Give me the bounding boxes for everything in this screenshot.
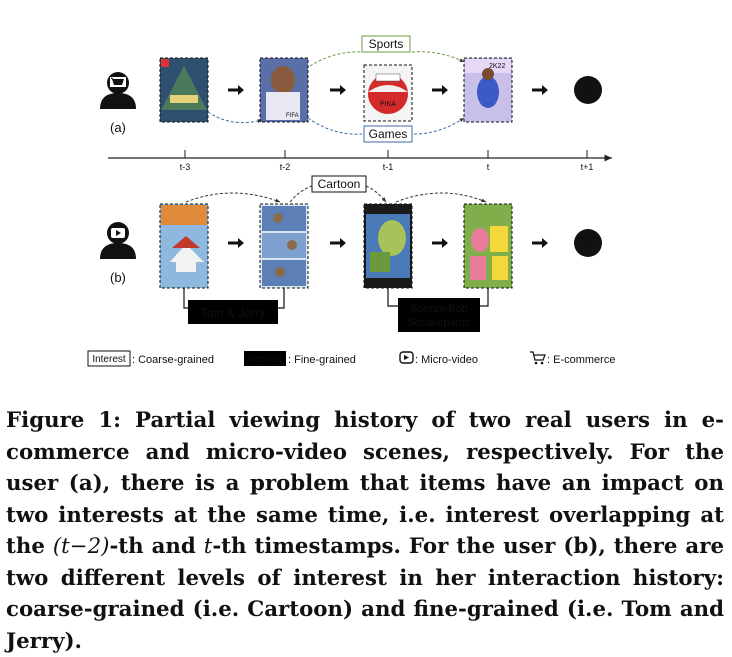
item-card-a-4: 2K22 bbox=[463, 57, 513, 123]
games-interest-label: Games bbox=[369, 127, 408, 141]
caption-math-t-minus-2: (t−2) bbox=[52, 534, 110, 559]
legend: Interest : Coarse-grained Interest : Fin… bbox=[87, 350, 615, 367]
item-card-a-3: PIKA bbox=[363, 64, 413, 122]
figure-diagram: (a) FIFA PIKA 2K22 bbox=[87, 35, 615, 367]
sports-interest-path: Sports bbox=[309, 35, 465, 67]
basketball-product-icon: PIKA bbox=[380, 101, 396, 108]
item-card-a-1 bbox=[159, 57, 209, 123]
figure-caption: Figure 1: Partial viewing history of two… bbox=[6, 405, 724, 657]
tick-label: t-3 bbox=[180, 162, 191, 172]
shopping-cart-user-icon bbox=[100, 72, 136, 109]
legend-coarse-label: : Coarse-grained bbox=[132, 354, 214, 366]
micro-video-icon bbox=[399, 351, 414, 364]
caption-text-end: -th timestamps. For the user (b), there … bbox=[6, 534, 724, 654]
figure-1: (a) FIFA PIKA 2K22 bbox=[87, 35, 615, 367]
fifa-game-cover-icon: FIFA bbox=[286, 113, 299, 119]
tick-label: t bbox=[487, 162, 490, 172]
tick-label: t+1 bbox=[581, 162, 594, 172]
item-card-b-2 bbox=[259, 203, 309, 289]
caption-text-middle: -th and bbox=[109, 534, 204, 559]
sequence-arrows-b bbox=[228, 238, 548, 248]
sequence-arrows-a bbox=[228, 85, 548, 95]
sports-interest-label: Sports bbox=[369, 37, 404, 51]
caption-text-start: Figure 1: Partial viewing history of two… bbox=[6, 408, 724, 559]
legend-coarse-box: Interest bbox=[92, 354, 126, 365]
shopping-cart-icon bbox=[530, 351, 546, 365]
tom-and-jerry-interest: Tom & Jerry bbox=[183, 288, 285, 324]
spongebob-label-line1: SpongeBob bbox=[410, 303, 468, 315]
tom-and-jerry-label: Tom & Jerry bbox=[201, 306, 265, 320]
micro-video-user-icon bbox=[100, 222, 136, 259]
legend-video-label: : Micro-video bbox=[415, 354, 478, 366]
spongebob-label-line2: Squarepants bbox=[408, 317, 471, 329]
timeline-axis: t-3 t-2 t-1 t t+1 bbox=[108, 150, 612, 172]
games-interest-path: Games bbox=[207, 111, 465, 143]
spongebob-interest: SpongeBob Squarepants bbox=[387, 288, 489, 332]
user-b-label: (b) bbox=[110, 270, 126, 285]
question-mark-a: ? bbox=[574, 76, 602, 104]
user-a-label: (a) bbox=[110, 120, 126, 135]
cartoon-interest-label: Cartoon bbox=[318, 177, 361, 191]
tick-label: t-1 bbox=[383, 162, 394, 172]
caption-math-t: t bbox=[203, 534, 213, 559]
item-card-b-4 bbox=[463, 203, 513, 289]
tick-label: t-2 bbox=[280, 162, 291, 172]
svg-text:?: ? bbox=[582, 81, 594, 102]
question-mark-b: ? bbox=[574, 229, 602, 257]
legend-fine-box: Interest bbox=[248, 354, 282, 365]
legend-ecommerce-label: : E-commerce bbox=[547, 354, 615, 366]
cartoon-interest-path: Cartoon bbox=[185, 175, 487, 203]
item-card-b-3 bbox=[363, 203, 413, 289]
item-card-a-2: FIFA bbox=[259, 57, 309, 123]
svg-text:?: ? bbox=[582, 234, 594, 255]
item-card-b-1 bbox=[159, 203, 209, 289]
legend-fine-label: : Fine-grained bbox=[288, 354, 356, 366]
2k22-game-cover-icon: 2K22 bbox=[489, 63, 505, 70]
